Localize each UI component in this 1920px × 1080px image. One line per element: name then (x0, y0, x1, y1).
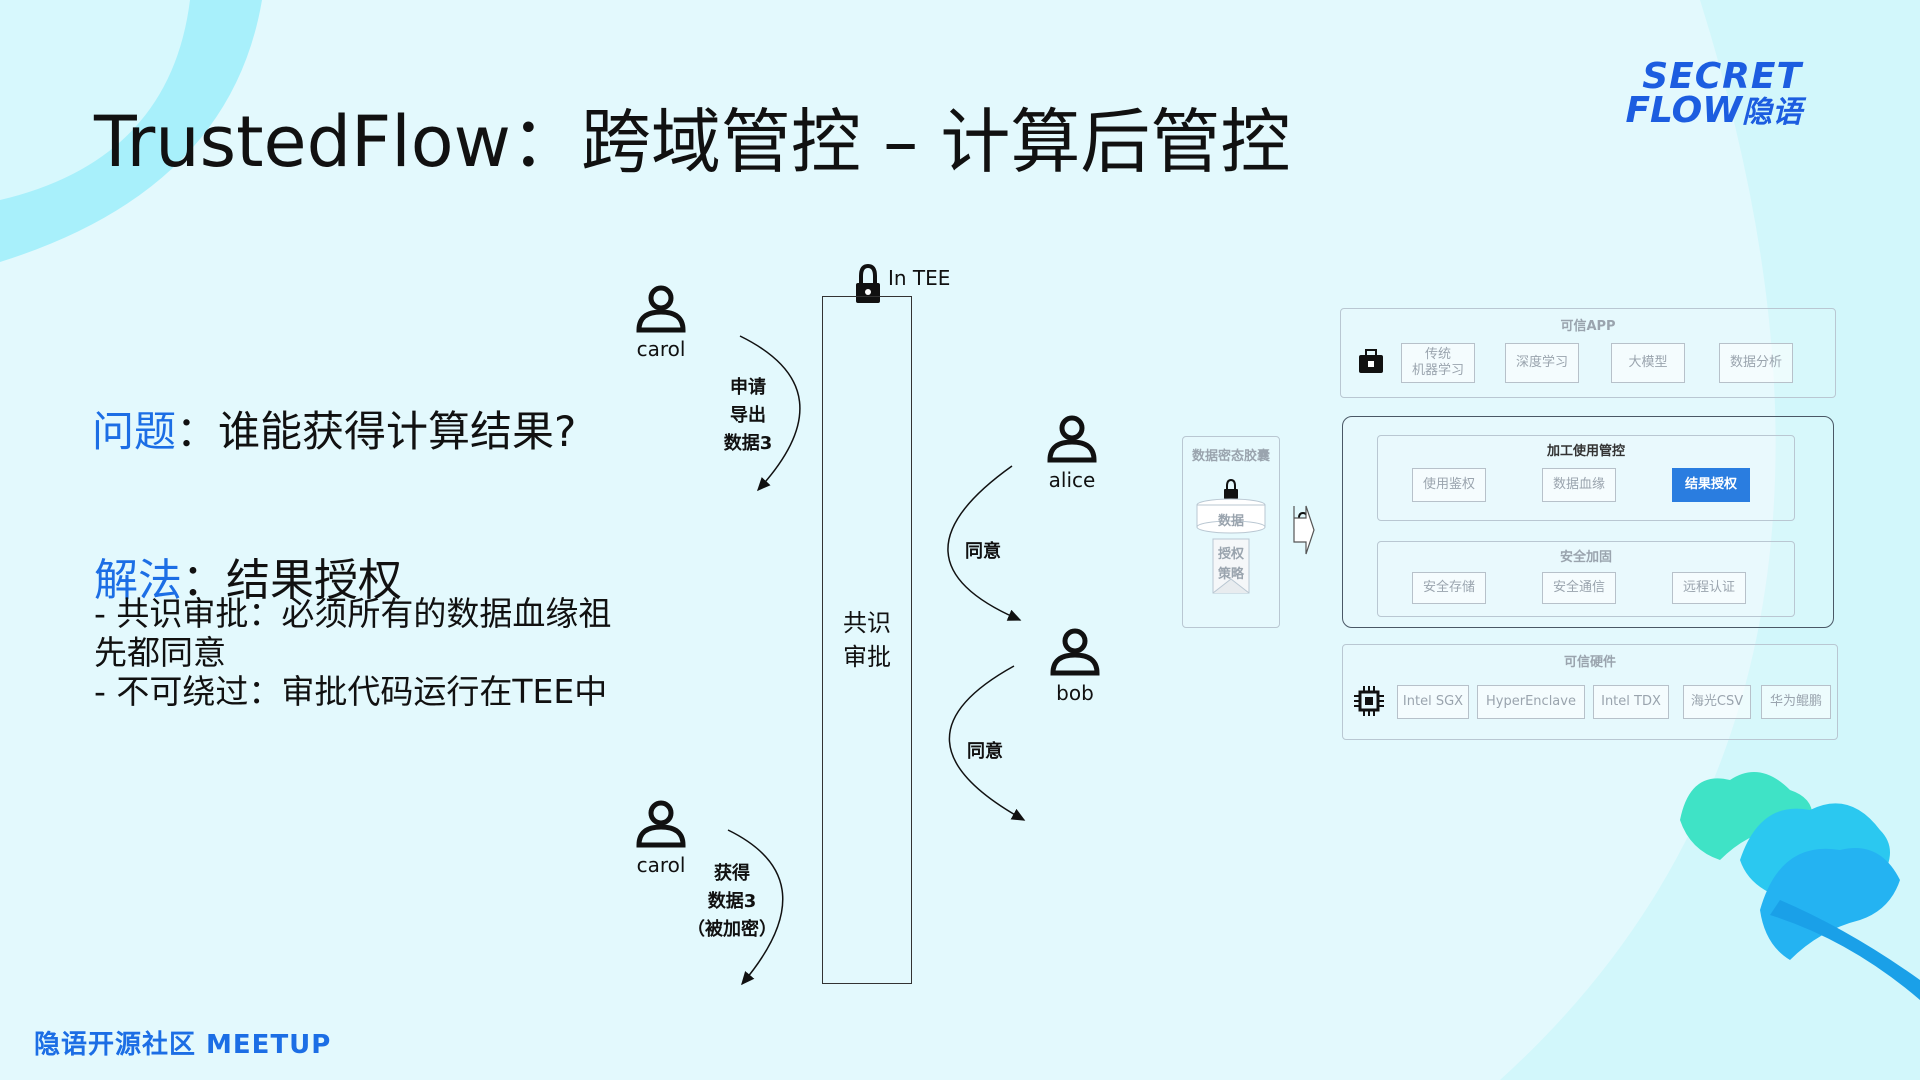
page-title: TrustedFlow：跨域管控 – 计算后管控 (94, 101, 1291, 183)
chip-icon (1354, 686, 1384, 716)
solution-line: 解法：结果授权 (94, 544, 402, 608)
capsule-title: 数据密态胶囊 (1191, 449, 1270, 464)
data-capsule-panel: 数据密态胶囊 数据 授权 策略 (1182, 436, 1280, 628)
capsule-policy: 授权 策略 (1217, 547, 1244, 582)
hw-huawei-kunpeng: 华为鲲鹏 (1761, 685, 1831, 719)
solution-text: ：结果授权 (182, 555, 402, 606)
apps-title: 可信APP (1560, 319, 1616, 334)
gov-result-authorization: 结果授权 (1672, 468, 1750, 502)
hardware-title: 可信硬件 (1563, 655, 1616, 670)
agree-arrow-2 (948, 665, 1026, 821)
obtain-label: 获得 数据3 （被加密） (687, 863, 777, 940)
question-line: 问题：谁能获得计算结果? (92, 398, 576, 459)
request-arrow (739, 335, 801, 492)
leaf-blue (1760, 848, 1900, 960)
solution-bullets: - 共识审批：必须所有的数据血缘祖先都同意 - 不可绕过：审批代码运行在TEE中 (94, 594, 614, 711)
app-llm: 大模型 (1611, 343, 1685, 383)
person-icon (1047, 415, 1097, 463)
consensus-box (822, 296, 912, 984)
app-data-analysis: 数据分析 (1719, 343, 1793, 383)
footer-meetup: 隐语开源社区 MEETUP (34, 1030, 332, 1060)
person-icon (636, 800, 686, 848)
security-title: 安全加固 (1559, 550, 1612, 565)
app-deep-learning: 深度学习 (1505, 343, 1579, 383)
consensus-box-label: 共识 审批 (843, 609, 891, 671)
actor-carol-top: carol (636, 337, 686, 361)
obtain-arrow (727, 829, 784, 986)
gov-lineage: 数据血缘 (1542, 468, 1616, 502)
person-icon (636, 285, 686, 333)
question-text: ：谁能获得计算结果? (176, 407, 577, 456)
capsule-data: 数据 (1217, 514, 1244, 529)
secretflow-logo: SECRET FLOW隐语 (1585, 56, 1802, 130)
logo-flow: FLOW (1625, 90, 1742, 131)
security-panel: 安全加固 安全存储 安全通信 远程认证 (1377, 541, 1795, 617)
top-left-swoosh-inner (0, 0, 190, 200)
hw-hygon-csv: 海光CSV (1683, 685, 1751, 719)
hw-intel-sgx: Intel SGX (1397, 685, 1469, 719)
lock-icon (1224, 479, 1238, 499)
sec-communication: 安全通信 (1542, 572, 1616, 604)
trusted-app-panel: 可信APP 传统 机器学习 深度学习 大模型 数据分析 (1340, 308, 1836, 398)
agree-label-2: 同意 (967, 741, 1003, 762)
toolbox-icon (1359, 349, 1383, 373)
lock-icon (856, 263, 880, 303)
governance-title: 加工使用管控 (1546, 444, 1625, 459)
agree-label-1: 同意 (965, 541, 1001, 562)
gov-auth: 使用鉴权 (1412, 468, 1486, 502)
leaf-green (1680, 772, 1813, 860)
solution-label: 解法 (94, 555, 182, 606)
logo-cn: 隐语 (1742, 95, 1802, 130)
app-ml: 传统 机器学习 (1401, 343, 1475, 383)
question-label: 问题 (92, 407, 177, 456)
hw-hyperenclave: HyperEnclave (1477, 685, 1585, 719)
governance-panel: 加工使用管控 使用鉴权 数据血缘 结果授权 (1377, 435, 1795, 521)
leaf-stem (1770, 900, 1920, 1000)
control-panel: 加工使用管控 使用鉴权 数据血缘 结果授权 安全加固 安全存储 安全通信 远程认… (1342, 416, 1834, 628)
actor-alice: alice (1048, 468, 1096, 492)
sec-attestation: 远程认证 (1672, 572, 1746, 604)
sec-storage: 安全存储 (1412, 572, 1486, 604)
person-icon (1050, 628, 1100, 676)
tee-label: In TEE (888, 266, 951, 290)
logo-line2: FLOW隐语 (1585, 93, 1802, 130)
trusted-hardware-panel: 可信硬件 Intel SGX HyperEnclave Intel TDX 海光… (1342, 644, 1838, 740)
bullet-tee: - 不可绕过：审批代码运行在TEE中 (94, 672, 608, 711)
hw-intel-tdx: Intel TDX (1593, 685, 1669, 719)
logo-line1: SECRET (1642, 56, 1802, 97)
actor-carol-bottom: carol (636, 853, 686, 877)
arrow-right-icon (1293, 505, 1315, 555)
request-label: 申请 导出 数据3 (723, 377, 773, 454)
agree-arrow-1 (947, 465, 1022, 621)
capsule-graphic (1196, 479, 1266, 594)
actor-bob: bob (1056, 681, 1094, 705)
bullet-consensus: - 共识审批：必须所有的数据血缘祖先都同意 (94, 594, 612, 672)
